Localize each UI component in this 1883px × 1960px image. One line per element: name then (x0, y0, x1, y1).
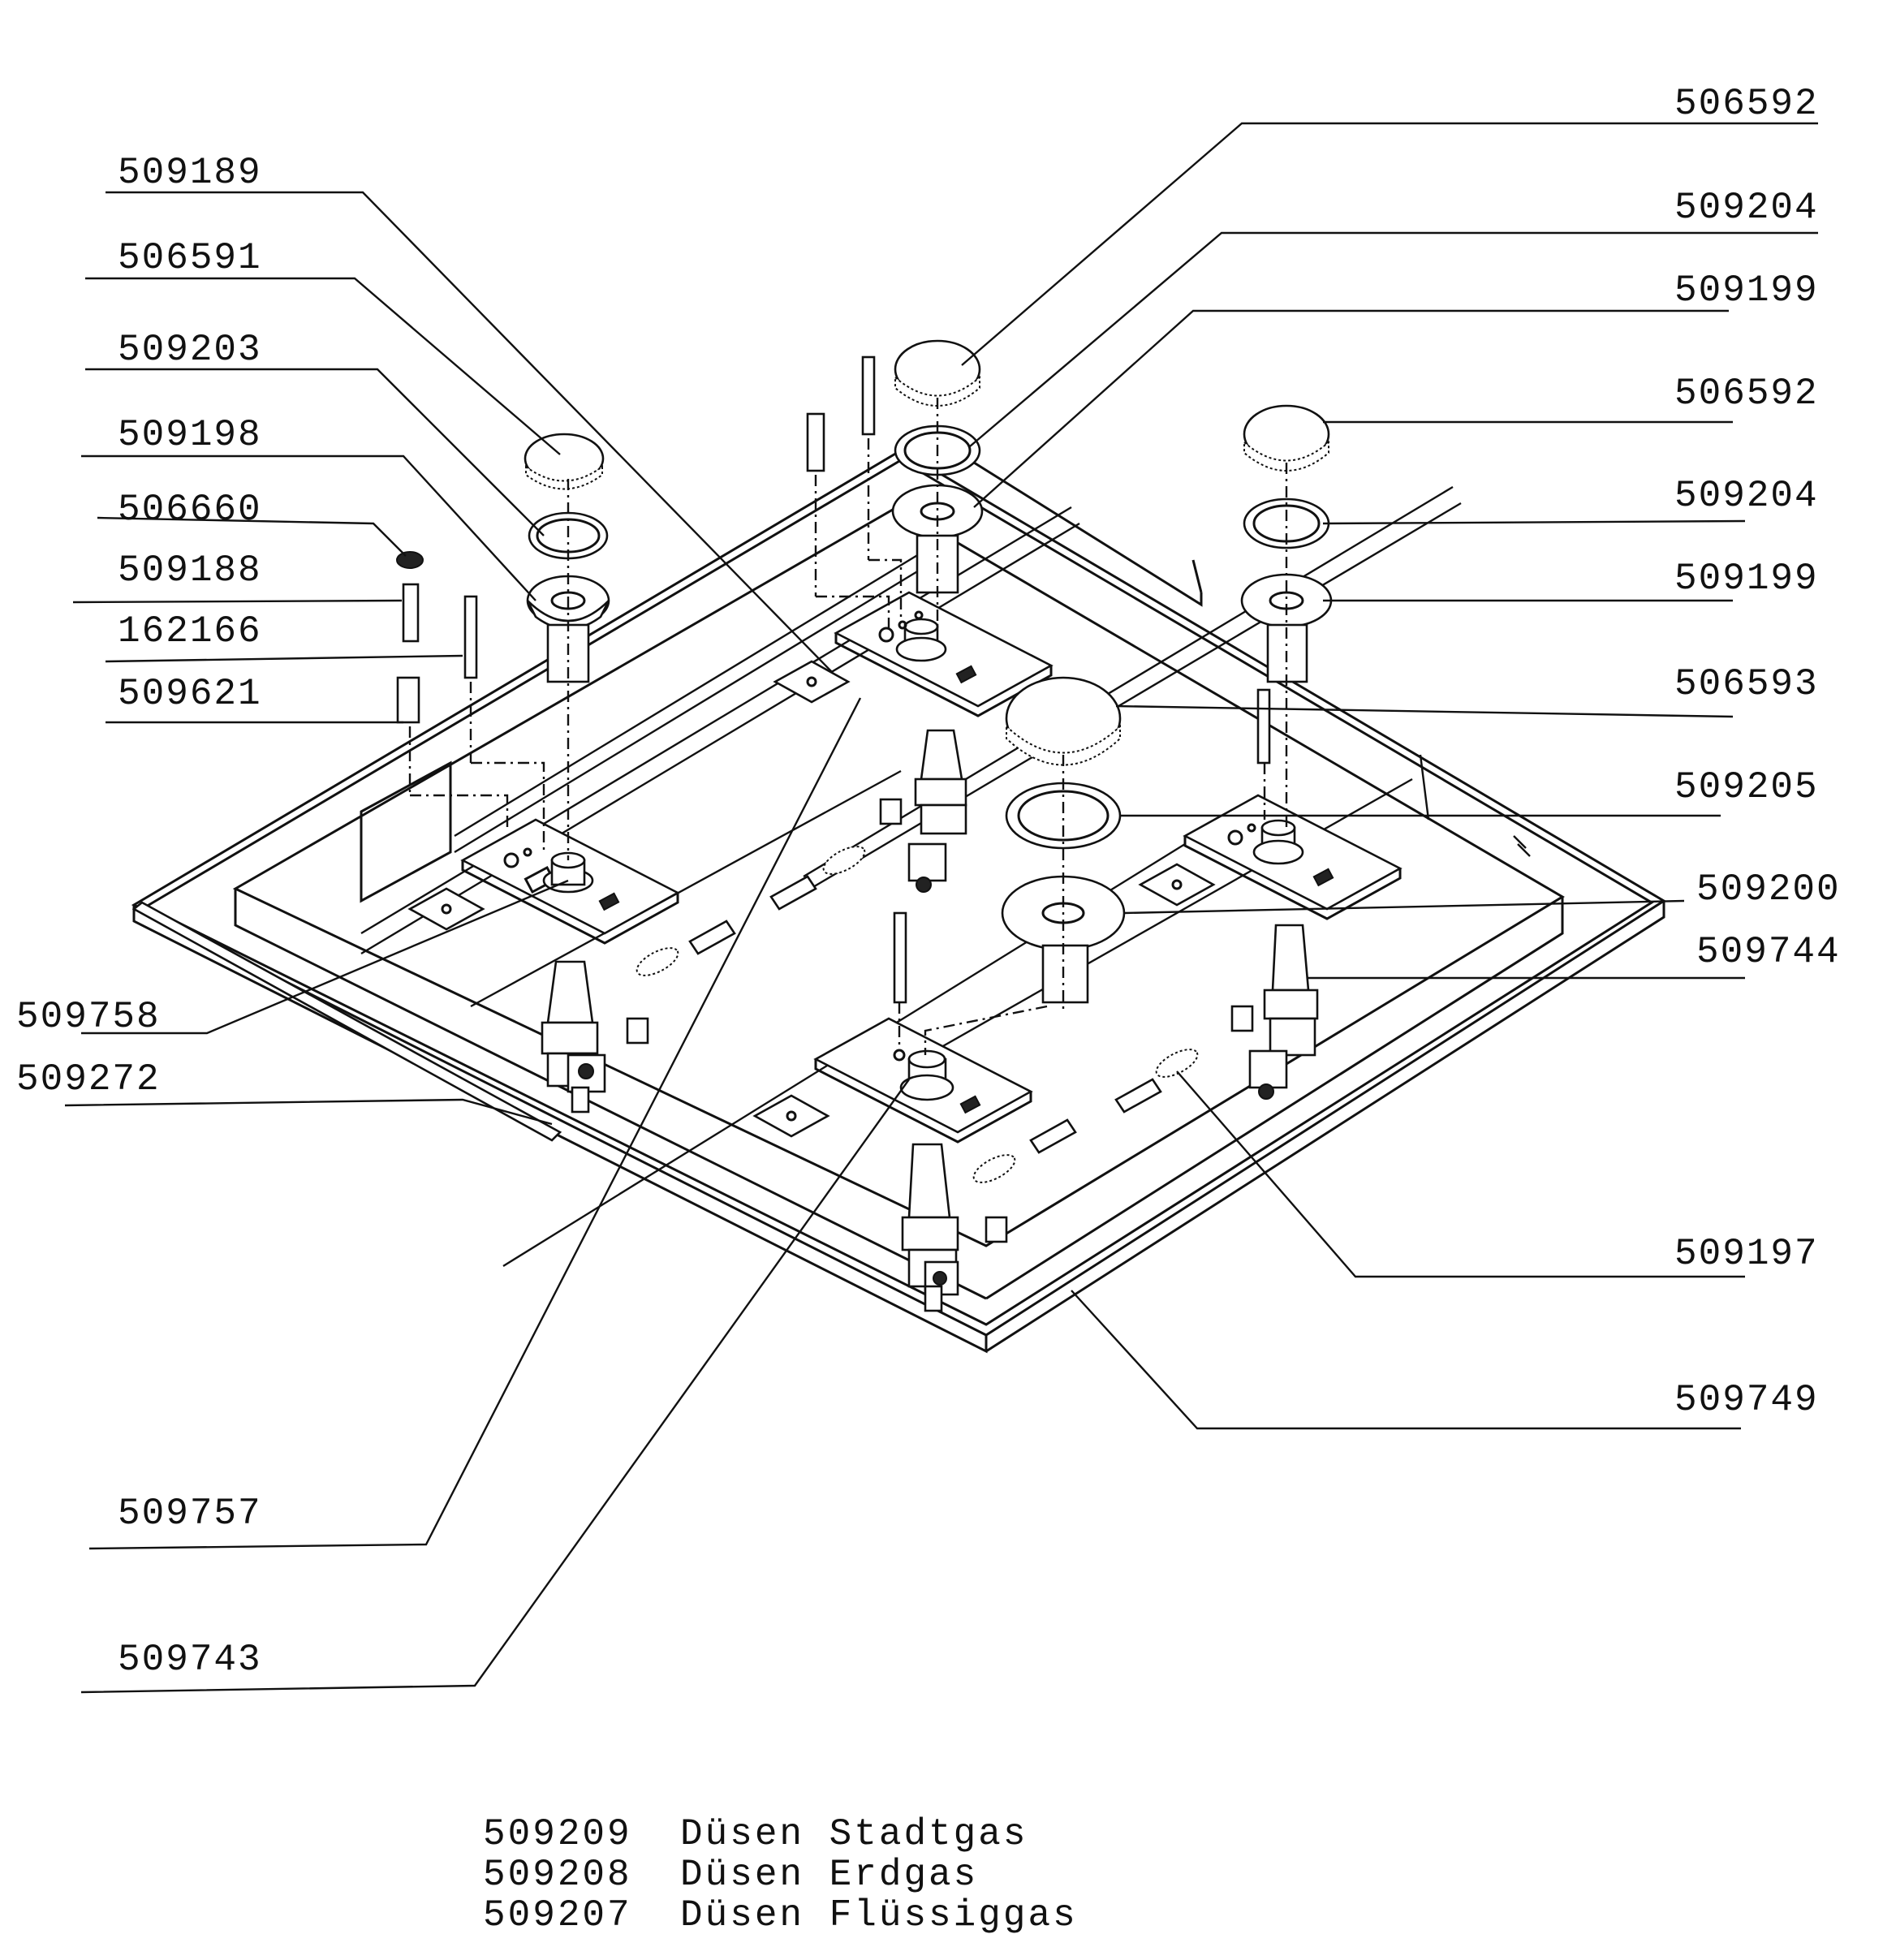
label-509198: 509198 (118, 414, 262, 456)
legend-number-2: 509208 (483, 1854, 632, 1896)
label-509749: 509749 (1674, 1379, 1819, 1421)
label-509205: 509205 (1674, 766, 1819, 808)
burner-bracket-front (813, 1017, 1033, 1144)
legend-desc-3: Düsen Flüssiggas (680, 1894, 1078, 1936)
burner-bracket-left (460, 818, 680, 945)
label-509758: 509758 (16, 996, 161, 1038)
legend-number-1: 509209 (483, 1813, 632, 1855)
burner-bracket-back (834, 591, 1054, 717)
label-509189: 509189 (118, 152, 262, 194)
gas-valves (541, 729, 1319, 1312)
label-509757: 509757 (118, 1493, 262, 1535)
label-162166: 162166 (118, 610, 262, 653)
label-506593: 506593 (1674, 663, 1819, 705)
label-509188: 509188 (118, 549, 262, 592)
label-509204-top: 509204 (1674, 187, 1819, 229)
label-509199-top: 509199 (1674, 269, 1819, 312)
springs-and-screws (626, 798, 1254, 1243)
label-509197: 509197 (1674, 1233, 1819, 1275)
legend-desc-2: Düsen Erdgas (680, 1854, 978, 1896)
burner-stack-left (396, 433, 610, 860)
nozzle-legend: 509209 Düsen Stadtgas 509208 Düsen Erdga… (483, 1813, 1078, 1936)
label-506660: 506660 (118, 489, 262, 531)
label-506591: 506591 (118, 237, 262, 279)
label-506592-top: 506592 (1674, 83, 1819, 125)
burner-stack-front (893, 676, 1126, 1055)
label-509743: 509743 (118, 1639, 262, 1681)
label-506592-right: 506592 (1674, 373, 1819, 415)
part-number-labels: 509189 506591 509203 509198 506660 50918… (16, 83, 1841, 1681)
label-509204-right: 509204 (1674, 475, 1819, 517)
label-509203: 509203 (118, 329, 262, 371)
burner-stack-back (806, 339, 984, 633)
mounting-clips (407, 660, 1216, 1138)
hob-frame (131, 449, 1666, 1354)
label-509200: 509200 (1696, 868, 1841, 911)
leader-lines (64, 122, 1818, 1694)
legend-desc-1: Düsen Stadtgas (680, 1813, 1028, 1855)
legend-number-3: 509207 (483, 1894, 632, 1936)
burner-bracket-right (1183, 794, 1403, 920)
label-509621: 509621 (118, 673, 262, 715)
label-509744: 509744 (1696, 931, 1841, 973)
label-509199-right: 509199 (1674, 558, 1819, 600)
label-509272: 509272 (16, 1058, 161, 1101)
burner-stack-right (1240, 404, 1333, 828)
